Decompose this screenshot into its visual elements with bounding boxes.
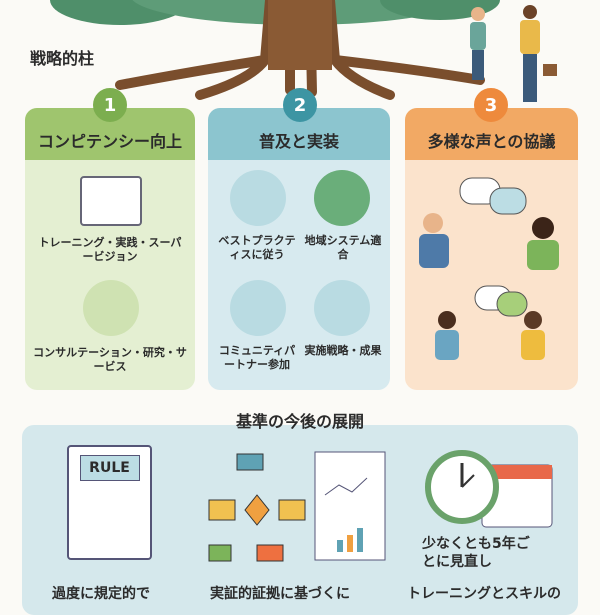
pillar-item: 実施戦略・成果 (304, 344, 382, 357)
pillar-number-1: 1 (93, 88, 127, 122)
tree-illustration (50, 0, 557, 102)
rulebook-illustration: RULE (67, 445, 152, 560)
pillar-card-3: 多様な声との協議 (405, 108, 578, 390)
training-icon (80, 176, 142, 226)
pillar-number-3: 3 (474, 88, 508, 122)
dialogue-illustration (419, 177, 559, 360)
globe-pin-icon (314, 170, 370, 226)
pillar-card-1: コンピテンシー向上 トレーニング・実践・スーパービジョン コンサルテーション・研… (25, 108, 195, 390)
community-icon (230, 280, 286, 336)
future-caption: 実証的証拠に基づくに (210, 586, 350, 602)
growth-chart-icon (314, 280, 370, 336)
clock-calendar-illustration (425, 450, 553, 528)
pillar-item: ベストプラクティスに従う (218, 234, 296, 262)
pillar-item: トレーニング・実践・スーパービジョン (38, 236, 182, 264)
pillar-item: 地域システム適合 (304, 234, 382, 262)
pillar-item: コミュニティパートナー参加 (218, 344, 296, 372)
flowchart-illustration (208, 451, 386, 562)
pillar-number-2: 2 (283, 88, 317, 122)
clipboard-check-icon (230, 170, 286, 226)
review-text: 少なくとも5年ごとに見直し (422, 536, 530, 571)
future-panel: RULE 少なくとも5年ごとに見直し 過度に規定的で 実証的証拠に基づくに トレ… (22, 425, 578, 615)
pillar-card-2: 普及と実装 ベストプラクティスに従う 地域システム適合 コミュニティパートナー参… (208, 108, 390, 390)
people-illustration (470, 5, 557, 102)
future-caption: 過度に規定的で (52, 586, 150, 602)
pillar-item: コンサルテーション・研究・サービス (33, 346, 187, 374)
future-caption: トレーニングとスキルの (407, 586, 561, 602)
consultation-icon (83, 280, 139, 336)
rule-label: RULE (79, 455, 140, 481)
section-label: 戦略的柱 (30, 49, 95, 68)
future-title: 基準の今後の展開 (235, 412, 364, 431)
